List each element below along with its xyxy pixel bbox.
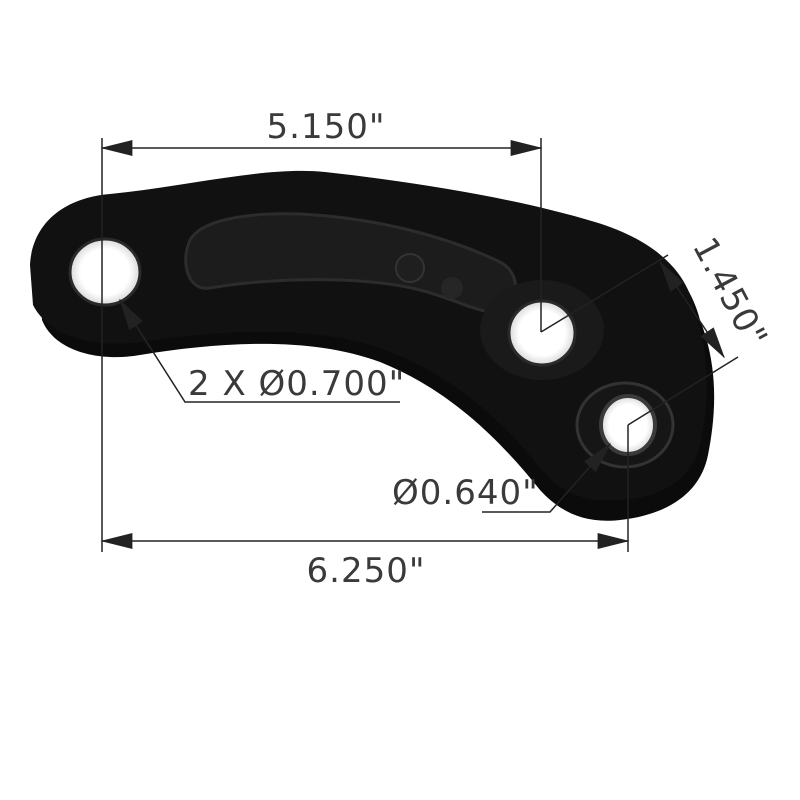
left-hole [68, 237, 142, 307]
hole-spacing-ext-1 [540, 254, 669, 333]
end-holes-arrow [119, 298, 151, 349]
stamp-mark [395, 253, 425, 283]
rivet-mark [441, 277, 463, 299]
bushing-hole-label: Ø0.640" [392, 473, 539, 513]
dimension-lines [100, 138, 739, 552]
end-holes-label: 2 X Ø0.700" [188, 364, 405, 404]
hole-spacing-ext-2 [627, 356, 739, 426]
bushing-arrow [579, 442, 612, 479]
hole-spacing-line [659, 260, 725, 359]
middle-hole [507, 299, 577, 367]
overall-width-label: 6.250" [307, 551, 426, 591]
bracket-part [30, 170, 715, 521]
top-width-label: 5.150" [267, 107, 386, 147]
